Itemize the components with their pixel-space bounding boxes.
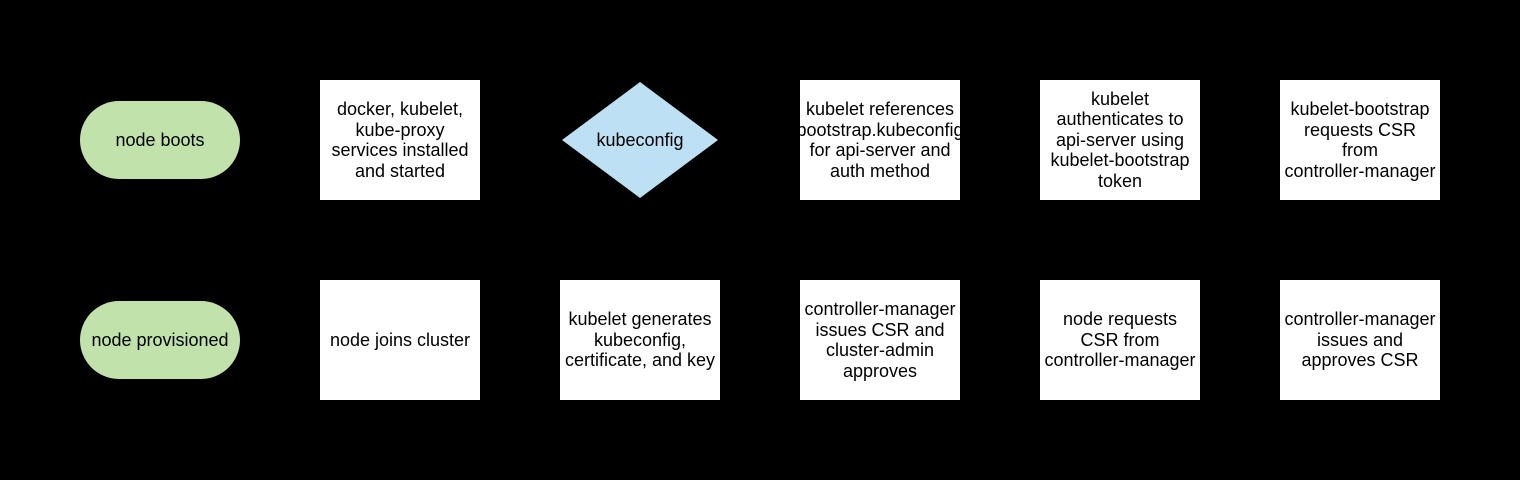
process-bootstrap-requests-csr: kubelet-bootstrap requests CSR from cont… [1280,80,1440,200]
process-bootstrap-requests-csr-label: kubelet-bootstrap requests CSR from cont… [1284,99,1436,181]
process-kubelet-generates-label: kubelet generates kubeconfig, certificat… [564,309,716,371]
process-kubelet-authenticates: kubelet authenticates to api-server usin… [1040,80,1200,200]
process-cm-issues-approves: controller-manager issues and approves C… [1280,280,1440,400]
decision-kubeconfig: kubeconfig [562,82,718,198]
process-kubelet-authenticates-label: kubelet authenticates to api-server usin… [1050,88,1190,191]
process-node-joins-cluster-label: node joins cluster [329,329,471,350]
terminator-node-provisioned: node provisioned [80,301,240,379]
process-cm-issues-approves-label: controller-manager issues and approves C… [1284,309,1436,371]
process-services-installed-label: docker, kubelet, kube-proxy services ins… [331,99,469,181]
process-kubelet-generates: kubelet generates kubeconfig, certificat… [560,280,720,400]
process-services-installed: docker, kubelet, kube-proxy services ins… [320,80,480,200]
process-cm-issues-csr: controller-manager issues CSR and cluste… [800,280,960,400]
terminator-node-boots-label: node boots [115,129,205,150]
process-node-joins-cluster: node joins cluster [320,280,480,400]
process-kubelet-references-bootstrap-label: kubelet references bootstrap.kubeconfig … [796,99,964,181]
terminator-node-provisioned-label: node provisioned [91,329,229,350]
process-kubelet-references-bootstrap: kubelet references bootstrap.kubeconfig … [796,80,964,200]
terminator-node-boots: node boots [80,101,240,179]
process-node-requests-csr-label: node requests CSR from controller-manage… [1044,309,1196,371]
decision-kubeconfig-label: kubeconfig [596,129,684,150]
process-node-requests-csr: node requests CSR from controller-manage… [1040,280,1200,400]
process-cm-issues-csr-label: controller-manager issues CSR and cluste… [804,299,956,381]
